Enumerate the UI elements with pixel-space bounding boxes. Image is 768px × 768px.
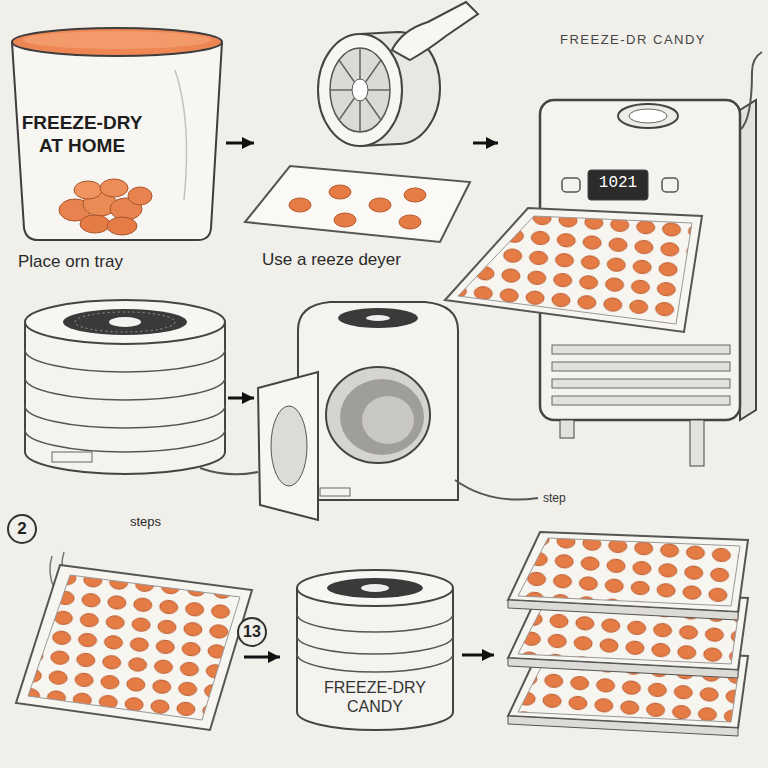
machine-bands	[297, 614, 453, 672]
tray-candy	[28, 575, 240, 720]
grill-hub	[109, 317, 141, 327]
tray-step: Use a reeze deyer	[256, 4, 471, 276]
base-plate	[320, 488, 350, 496]
candy-piece	[80, 215, 110, 233]
power-cord	[200, 468, 258, 474]
pulled-tray	[445, 208, 702, 332]
candy-bag	[12, 28, 222, 240]
device-wheel	[330, 48, 390, 132]
bag-body	[12, 42, 222, 240]
sheet	[245, 166, 470, 242]
grill-ring	[75, 312, 175, 332]
candy-machine: FREEZE-DRY CANDY	[282, 560, 458, 738]
flow-arrow	[226, 142, 254, 145]
loader-body	[298, 302, 458, 500]
grill-hub	[366, 315, 390, 321]
fan-grill	[63, 309, 187, 335]
freeze-dry-bag: FREEZE-DRY AT HOME Place orn tray	[10, 28, 224, 276]
device-face	[318, 34, 402, 146]
wheel-hub	[352, 79, 368, 101]
bag-contents	[23, 31, 211, 49]
candy-piece	[107, 217, 137, 235]
product-heading: FREEZE-DR CANDY	[560, 32, 756, 48]
tray-candy	[518, 538, 740, 606]
front-loader	[258, 302, 538, 520]
fan-grill	[338, 308, 418, 328]
bag-opening	[12, 28, 222, 56]
step-arrow	[462, 654, 494, 657]
tray	[16, 565, 252, 730]
chamber-inside	[340, 379, 424, 455]
machine-body	[297, 588, 453, 730]
bag-label: FREEZE-DRY AT HOME	[12, 112, 152, 158]
candy-disk	[404, 188, 426, 202]
freeze-dryer: FREEZE-DR CANDY 1021	[500, 20, 762, 472]
machine-top	[297, 570, 453, 606]
bottom-tray	[16, 552, 252, 730]
power-cord	[455, 480, 538, 500]
tray-sheet	[245, 166, 470, 242]
shelf	[552, 345, 730, 354]
open-door	[258, 372, 318, 520]
stacked-trays	[508, 532, 748, 736]
candy-machine	[297, 570, 494, 730]
step-number: 2	[7, 514, 37, 544]
stack-bands	[25, 350, 225, 452]
flow-arrow	[244, 656, 280, 659]
hand	[392, 2, 478, 60]
machine-label: FREEZE-DRY CANDY	[315, 678, 435, 716]
candy-piece	[74, 181, 102, 199]
chamber-back	[362, 396, 414, 444]
callout-number: 13	[239, 620, 265, 644]
chamber	[326, 367, 430, 463]
hand-device	[318, 2, 478, 146]
shelf	[552, 396, 730, 405]
steps-note: steps	[130, 514, 200, 530]
candy-disk	[399, 215, 421, 229]
door-window	[271, 406, 307, 486]
candy-disk	[369, 198, 391, 212]
power-cord	[740, 52, 762, 130]
candy-piece	[128, 187, 152, 205]
dryer-side	[740, 100, 756, 420]
step-number: 13	[237, 617, 267, 647]
base-plate	[52, 452, 92, 462]
wheel-spokes	[330, 48, 390, 132]
candy-disk	[329, 185, 351, 199]
step-caption: Place orn tray	[18, 252, 213, 272]
freeze-dryer	[445, 52, 762, 466]
candy-piece	[100, 179, 128, 197]
shelf	[552, 379, 730, 388]
display-readout: 1021	[590, 174, 646, 193]
panel-icon	[662, 178, 678, 192]
tray	[508, 532, 748, 612]
candy-disk	[334, 213, 356, 227]
stacked-dryer	[25, 300, 258, 474]
stack-top	[25, 300, 225, 344]
dryer-lid-inner	[629, 109, 667, 123]
shelf	[552, 362, 730, 371]
foot	[560, 420, 574, 438]
step-arrow	[228, 397, 254, 400]
step-note: step	[543, 491, 593, 505]
bag-fold	[175, 70, 187, 200]
grill-hub	[361, 584, 389, 592]
callout-number: 2	[9, 517, 35, 541]
candy-tray: steps	[42, 510, 242, 735]
dryer-lid	[618, 104, 678, 128]
flow-arrow	[473, 142, 498, 145]
display	[588, 170, 648, 200]
tray-candy	[458, 216, 692, 324]
foot	[690, 420, 704, 466]
candy-disk	[289, 198, 311, 212]
step-caption: Use a reeze deyer	[262, 250, 467, 270]
panel-icon	[562, 178, 580, 192]
fan-grill	[327, 578, 423, 598]
